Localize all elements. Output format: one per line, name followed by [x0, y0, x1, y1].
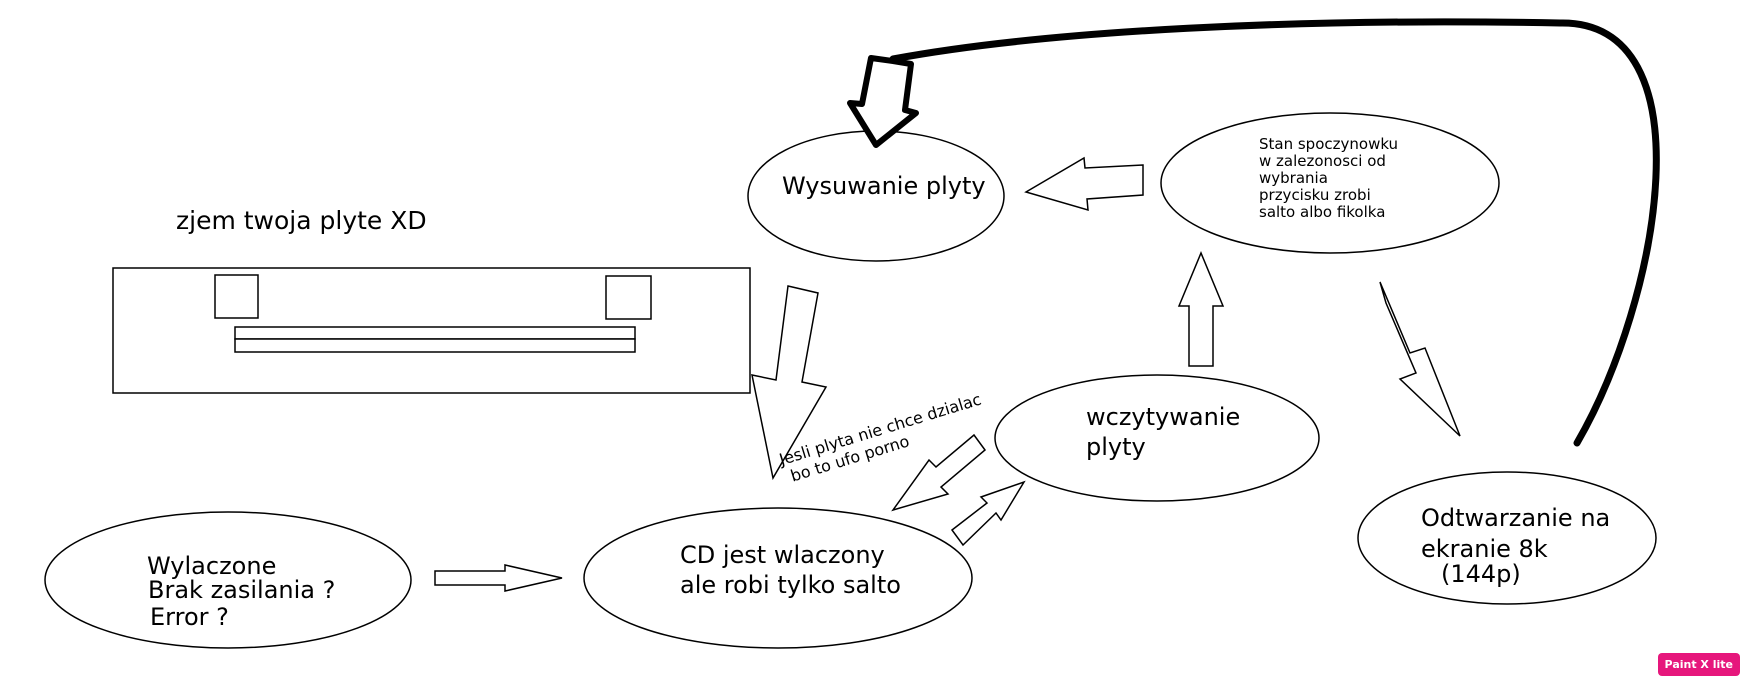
node-odtwarzanie-ellipse	[1357, 471, 1657, 605]
node-wczytywanie-label: wczytywanie plyty	[1086, 402, 1240, 462]
node-odtwarzanie-line-2: ekranie 8k	[1421, 535, 1548, 563]
node-spoczynek-line-5: salto albo fikolka	[1259, 203, 1386, 221]
node-spoczynek-label: Stan spoczynowku w zalezonosci od wybran…	[1259, 136, 1398, 221]
node-wczytywanie-ellipse	[994, 374, 1320, 502]
arrow-wczytywanie-to-spoczynek	[1177, 251, 1225, 367]
paint-x-lite-badge: Paint X lite	[1657, 653, 1740, 676]
node-spoczynek-line-2: w zalezonosci od	[1259, 152, 1386, 170]
node-wysuwanie-label: Wysuwanie plyty	[782, 171, 986, 201]
node-wylaczone-ellipse	[44, 511, 412, 649]
cd-drive-tray-bottom	[234, 338, 636, 353]
node-cd-wlaczony-ellipse	[583, 507, 973, 649]
node-wczytywanie-line-1: wczytywanie	[1086, 403, 1241, 431]
return-arrow-head	[847, 55, 919, 148]
cd-drive-button-right	[605, 275, 652, 320]
arrow-wylaczone-to-cd	[434, 564, 563, 592]
node-spoczynek-line-4: przycisku zrobi	[1259, 186, 1371, 204]
node-wczytywanie-line-2: plyty	[1086, 433, 1146, 461]
node-cd-wlaczony-line-2: ale robi tylko salto	[680, 571, 901, 599]
node-cd-wlaczony-line-1: CD jest wlaczony	[680, 541, 885, 569]
node-wysuwanie-line-1: Wysuwanie plyty	[782, 172, 986, 200]
diagram-title: zjem twoja plyte XD	[176, 206, 427, 235]
arrow-tray-to-cd	[751, 285, 828, 481]
node-spoczynek-line-1: Stan spoczynowku	[1259, 135, 1399, 153]
arrow-spoczynek-to-wysuwanie	[1024, 156, 1144, 212]
arrow-cd-to-wczytywanie	[950, 480, 1026, 547]
node-wylaczone-label: Wylaczone	[147, 551, 276, 581]
node-wylaczone-line-3: Error ?	[150, 603, 229, 631]
node-wylaczone-line-1: Wylaczone	[147, 552, 277, 580]
arrow-wczytywanie-to-cd	[891, 433, 987, 512]
node-odtwarzanie-line-1: Odtwarzanie na	[1421, 504, 1611, 532]
node-cd-wlaczony-label: CD jest wlaczony ale robi tylko salto	[680, 540, 901, 600]
cd-drive-tray-top	[234, 326, 636, 340]
arrow-spoczynek-to-odtwarzanie	[1379, 281, 1461, 437]
node-spoczynek-ellipse	[1160, 112, 1500, 254]
return-arrow-curve	[889, 18, 1660, 447]
node-odtwarzanie-label: Odtwarzanie na	[1421, 503, 1610, 533]
node-spoczynek-line-3: wybrania	[1259, 169, 1328, 187]
node-wylaczone-line-2: Brak zasilania ?	[148, 576, 336, 604]
node-odtwarzanie-line-3: (144p)	[1441, 560, 1521, 588]
cd-drive-button-left	[214, 274, 259, 319]
